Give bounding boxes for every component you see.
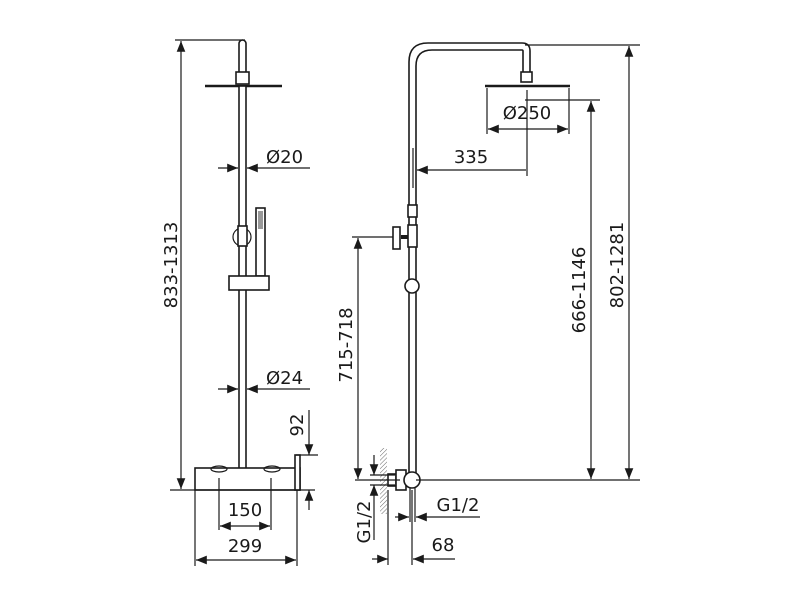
dim-wall-offset: 68 — [432, 535, 455, 556]
dim-mixer-width: 299 — [228, 536, 262, 557]
shower-column-side — [380, 42, 570, 522]
dim-diverter-height: 715-718 — [336, 307, 357, 382]
dim-top-pipe-diameter: Ø20 — [266, 147, 303, 168]
dim-inlet-thread-right: G1/2 — [437, 495, 480, 516]
front-view: 833-1313 Ø20 Ø24 92 150 299 — [161, 39, 318, 566]
shower-column-front — [194, 39, 301, 491]
dim-spout-height: 92 — [287, 414, 308, 437]
dim-total-height: 802-1281 — [607, 222, 628, 309]
dim-arm-reach: 335 — [454, 147, 488, 168]
dim-inlet-thread-left: G1/2 — [354, 501, 375, 544]
dim-head-height: 666-1146 — [569, 247, 590, 334]
dim-bottom-pipe-diameter: Ø24 — [266, 368, 303, 389]
dim-overall-height: 833-1313 — [161, 222, 182, 309]
dim-inlet-spacing: 150 — [228, 500, 262, 521]
side-view: Ø250 335 666-1146 802-1281 715-718 G1/2 … — [336, 42, 640, 565]
